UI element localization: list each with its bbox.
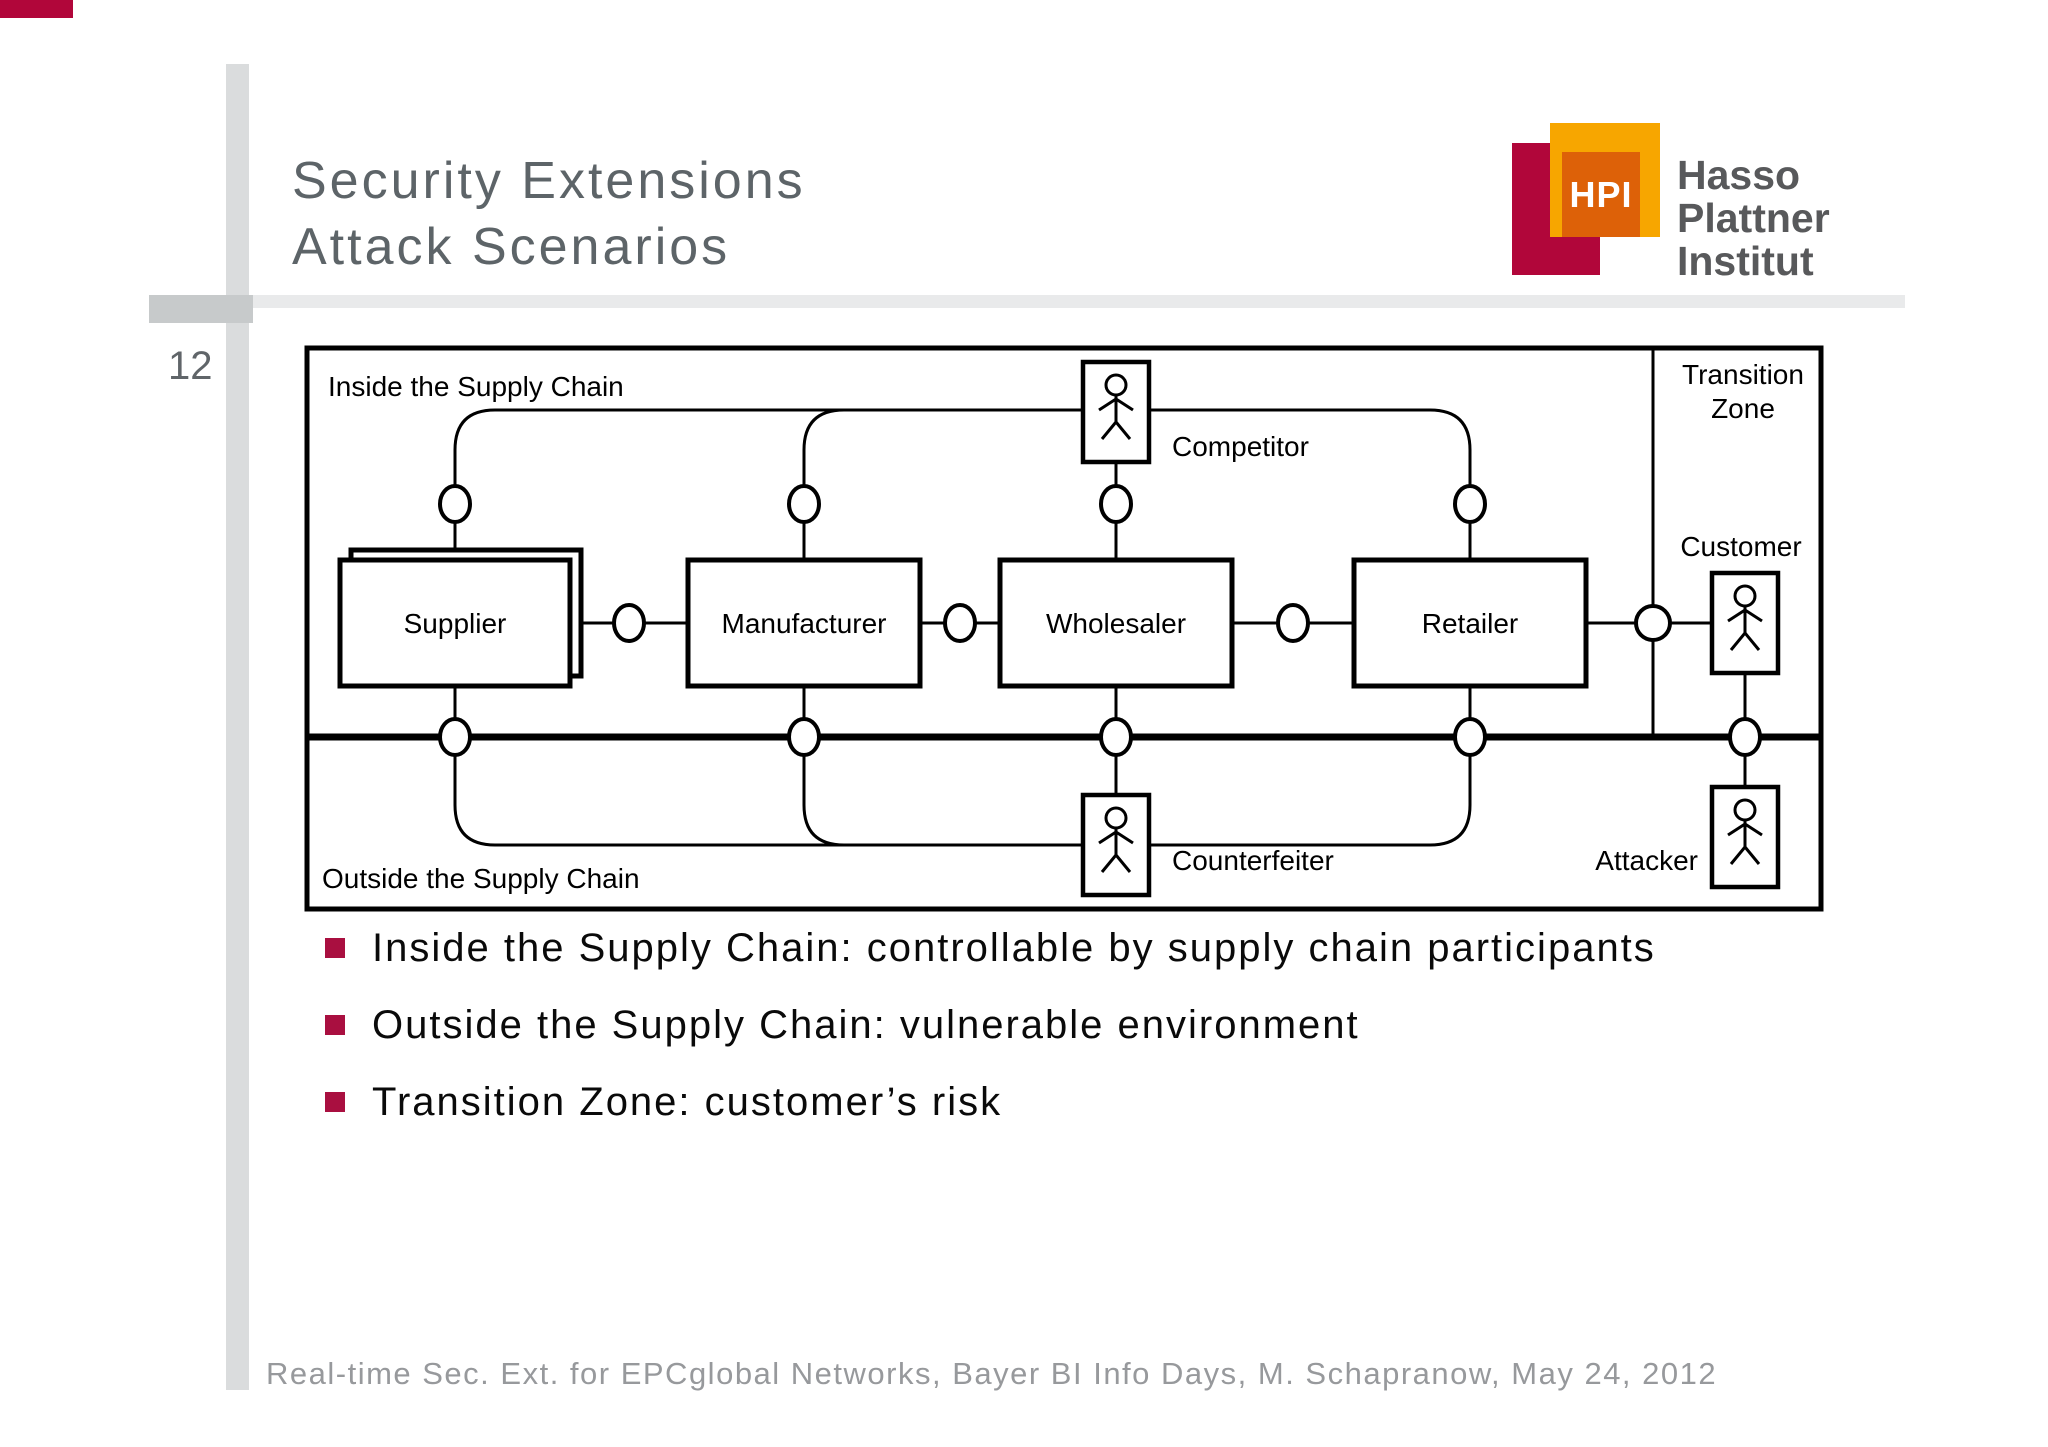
competitor-label: Competitor (1172, 431, 1309, 462)
template-side-bar (226, 64, 249, 1390)
hpi-logo-monogram: HPI (1569, 173, 1633, 215)
hpi-logo-word-line3: Institut (1677, 238, 1814, 284)
hpi-logo-word-line1: Hasso (1677, 152, 1801, 198)
retailer-label: Retailer (1422, 608, 1518, 639)
slide-title-line1: Security Extensions (292, 152, 806, 210)
transition-zone-label-line1: Transition (1682, 359, 1804, 390)
customer-label: Customer (1680, 531, 1801, 562)
bullet-marker-icon (325, 1015, 345, 1035)
interface-ports (438, 484, 1762, 757)
bullet-text: Transition Zone: customer’s risk (372, 1080, 1003, 1124)
supplier-box (337, 557, 573, 689)
bullet-list: Inside the Supply Chain: controllable by… (325, 926, 1945, 1157)
hpi-logo: HPI Hasso Plattner Institut (1512, 118, 1852, 293)
bullet-item: Outside the Supply Chain: vulnerable env… (325, 1003, 1945, 1047)
bullet-marker-icon (325, 1092, 345, 1112)
manufacturer-label: Manufacturer (722, 608, 887, 639)
wholesaler-box (997, 557, 1235, 689)
slide-title-line2: Attack Scenarios (292, 218, 731, 276)
slide-title: Security Extensions Attack Scenarios (292, 148, 806, 280)
bullet-item: Transition Zone: customer’s risk (325, 1080, 1945, 1124)
template-header-rule (149, 295, 1905, 308)
hpi-logo-word-line2: Plattner (1677, 195, 1830, 241)
bullet-text: Outside the Supply Chain: vulnerable env… (372, 1003, 1360, 1047)
customer-actor-icon (1712, 573, 1778, 673)
outside-zone-label: Outside the Supply Chain (322, 863, 640, 894)
footer-text: Real-time Sec. Ext. for EPCglobal Networ… (266, 1356, 1718, 1391)
diagram-outer-frame (304, 345, 1824, 912)
wholesaler-label: Wholesaler (1046, 608, 1186, 639)
template-corner-mark (0, 0, 73, 18)
hpi-logo-orange-square: HPI (1562, 152, 1640, 237)
transition-zone-label-line2: Zone (1711, 393, 1775, 424)
manufacturer-box (685, 557, 923, 689)
bullet-text: Inside the Supply Chain: controllable by… (372, 926, 1656, 970)
bullet-marker-icon (325, 938, 345, 958)
inside-zone-label: Inside the Supply Chain (328, 371, 624, 402)
counterfeiter-label: Counterfeiter (1172, 845, 1334, 876)
counterfeiter-actor-icon (1083, 795, 1149, 895)
attacker-label: Attacker (1595, 845, 1698, 876)
template-header-rule-accent (149, 295, 253, 323)
hpi-logo-wordmark: Hasso Plattner Institut (1677, 154, 1830, 283)
competitor-actor-icon (1083, 362, 1149, 462)
bullet-item: Inside the Supply Chain: controllable by… (325, 926, 1945, 970)
retailer-box (1351, 557, 1589, 689)
supplier-label: Supplier (404, 608, 507, 639)
attacker-actor-icon (1712, 787, 1778, 887)
page-number: 12 (168, 344, 213, 388)
